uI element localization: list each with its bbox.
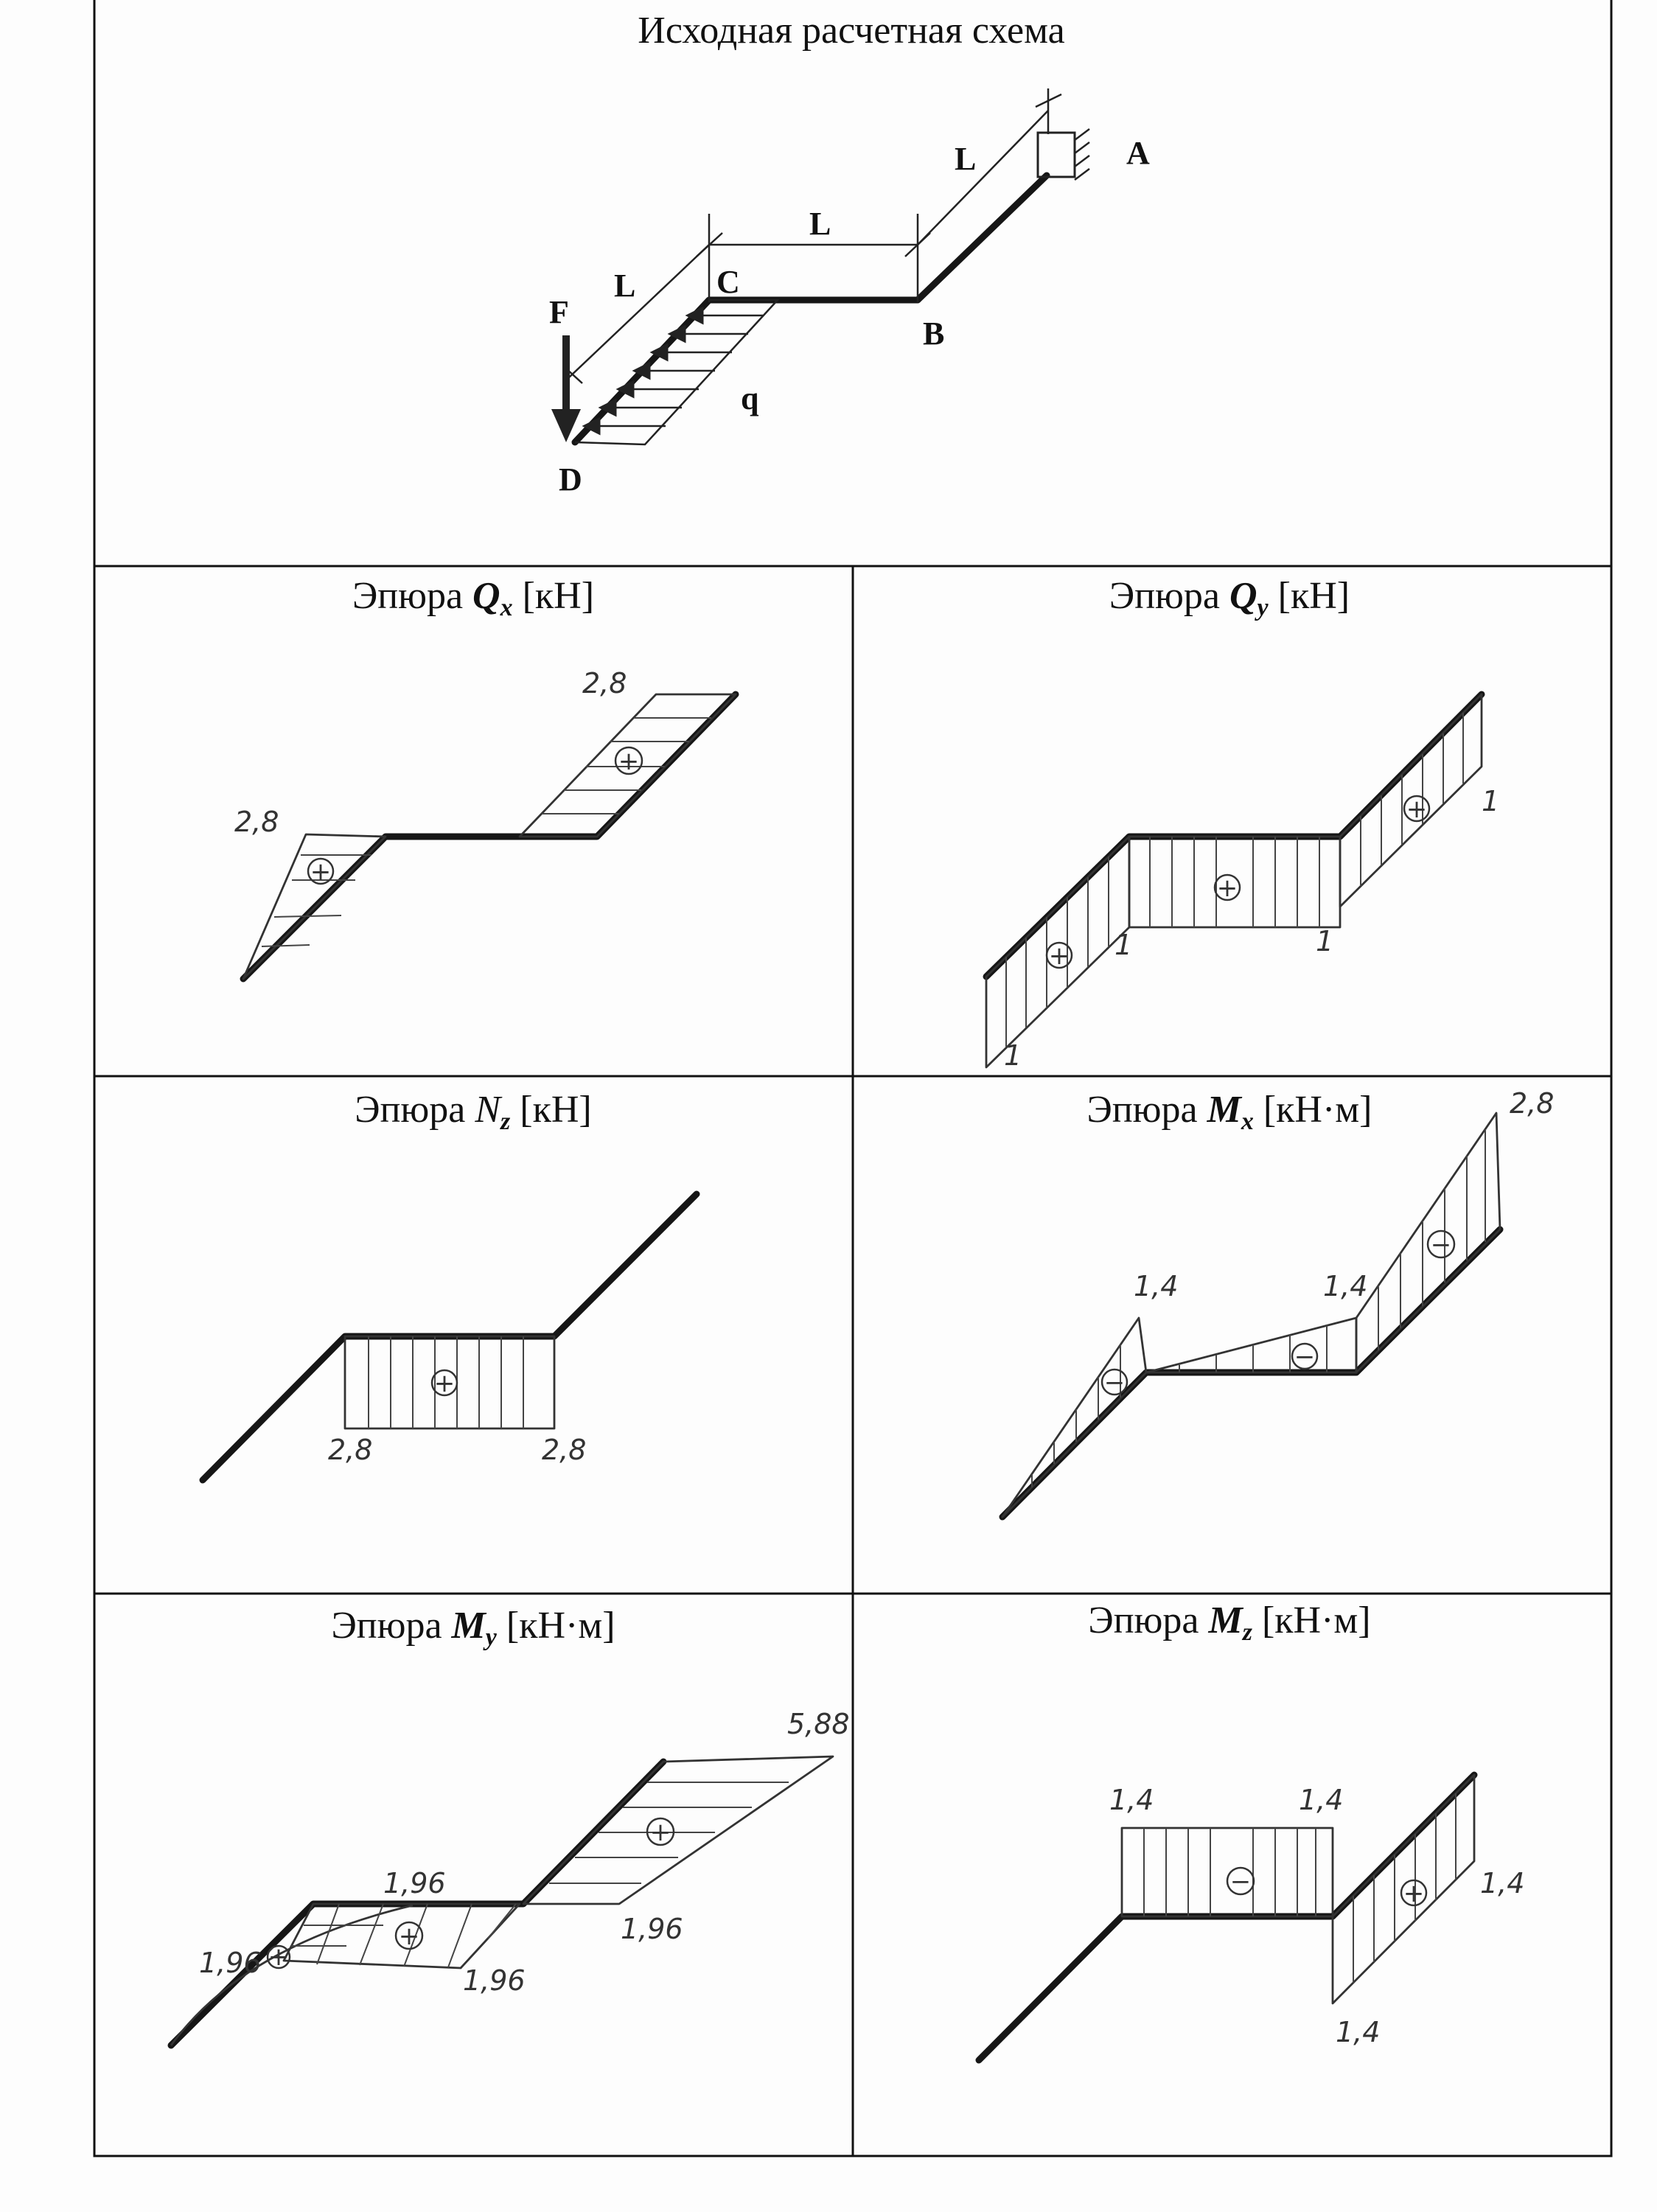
panel-my-title: Эпюра My [кН·м] bbox=[331, 1605, 615, 1651]
panel-mz-title: Эпюра Mz [кН·м] bbox=[1088, 1599, 1370, 1646]
mz-value-a: 1,4 bbox=[1480, 1867, 1524, 1899]
table-frame bbox=[93, 0, 1613, 2157]
qy-value-a: 1 bbox=[1482, 785, 1499, 817]
panel-nz-title: Эпюра Nz [кН] bbox=[355, 1089, 591, 1135]
panel-my: Эпюра My [кН·м] + + + 5,88 1,96 1,96 1,9… bbox=[167, 1605, 850, 2049]
label-c: C bbox=[716, 264, 740, 300]
panel-qy: Эпюра Qy [кН] + + + 1 1 1 1 bbox=[983, 575, 1499, 1072]
mx-value-b: 1,4 bbox=[1323, 1270, 1367, 1302]
mx-value-c: 1,4 bbox=[1134, 1270, 1178, 1302]
svg-text:+: + bbox=[434, 1369, 456, 1398]
my-value-c-top: 1,96 bbox=[383, 1867, 446, 1899]
svg-text:−: − bbox=[1431, 1230, 1452, 1260]
svg-text:+: + bbox=[650, 1818, 671, 1847]
qy-value-c: 1 bbox=[1114, 929, 1132, 961]
svg-text:+: + bbox=[1406, 795, 1428, 824]
panel-mz: Эпюра Mz [кН·м] − + 1,4 1,4 1,4 1,4 bbox=[975, 1599, 1524, 2064]
svg-text:+: + bbox=[268, 1942, 290, 1972]
label-d: D bbox=[559, 461, 582, 498]
dimension-lines bbox=[565, 88, 1062, 384]
panel-qx: Эпюра Qx [кН] + 2,8 + 2,8 bbox=[234, 575, 739, 983]
nz-value-left: 2,8 bbox=[328, 1434, 372, 1466]
svg-text:+: + bbox=[618, 747, 640, 776]
mz-value-b-top: 1,4 bbox=[1299, 1784, 1343, 1816]
label-q: q bbox=[741, 380, 759, 416]
panel-qx-title: Эпюра Qx [кН] bbox=[352, 575, 594, 621]
label-l-cd: L bbox=[614, 268, 635, 304]
svg-text:−: − bbox=[1104, 1368, 1126, 1398]
svg-text:+: + bbox=[1403, 1879, 1425, 1908]
label-l-ab: L bbox=[955, 141, 976, 177]
my-value-b: 1,96 bbox=[621, 1913, 683, 1945]
panel-mx-title: Эпюра Mx [кН·м] bbox=[1086, 1089, 1372, 1135]
qx-value-left: 2,8 bbox=[234, 806, 279, 838]
mx-value-a: 2,8 bbox=[1510, 1087, 1554, 1120]
panel-nz: Эпюра Nz [кН] + 2,8 2,8 bbox=[199, 1089, 700, 1484]
my-value-c-bottom: 1,96 bbox=[463, 1964, 526, 1997]
my-value-d: 1,96 bbox=[199, 1947, 262, 1979]
force-f-arrow bbox=[551, 335, 581, 442]
svg-text:+: + bbox=[310, 857, 332, 887]
mz-value-c: 1,4 bbox=[1109, 1784, 1154, 1816]
svg-text:−: − bbox=[1230, 1867, 1252, 1897]
svg-text:+: + bbox=[1217, 873, 1238, 903]
panel-mx: Эпюра Mx [кН·м] − − − 1,4 1,4 2,8 bbox=[999, 1087, 1554, 1521]
fixed-support-a bbox=[1036, 128, 1090, 181]
qy-value-d: 1 bbox=[1004, 1039, 1022, 1072]
distributed-load-q bbox=[574, 299, 780, 446]
svg-text:−: − bbox=[1294, 1342, 1316, 1372]
scheme-title: Исходная расчетная схема bbox=[638, 10, 1064, 52]
label-b: B bbox=[923, 315, 944, 352]
label-l-bc: L bbox=[809, 206, 831, 242]
scheme-panel: Исходная расчетная схема bbox=[549, 10, 1150, 498]
label-a: A bbox=[1126, 135, 1150, 171]
svg-text:+: + bbox=[399, 1922, 420, 1951]
svg-text:+: + bbox=[1049, 941, 1070, 971]
my-value-a: 5,88 bbox=[787, 1708, 850, 1740]
panel-qy-title: Эпюра Qy [кН] bbox=[1109, 575, 1350, 621]
qy-value-b: 1 bbox=[1316, 925, 1333, 957]
mz-value-b-bottom: 1,4 bbox=[1336, 2016, 1380, 2048]
label-f: F bbox=[549, 294, 569, 330]
qx-value-right: 2,8 bbox=[582, 667, 627, 699]
nz-value-right: 2,8 bbox=[542, 1434, 586, 1466]
